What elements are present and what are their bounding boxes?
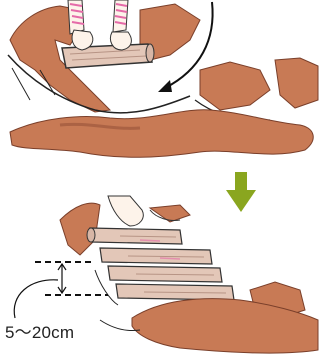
height-range-label: 5〜20cm <box>5 318 74 343</box>
